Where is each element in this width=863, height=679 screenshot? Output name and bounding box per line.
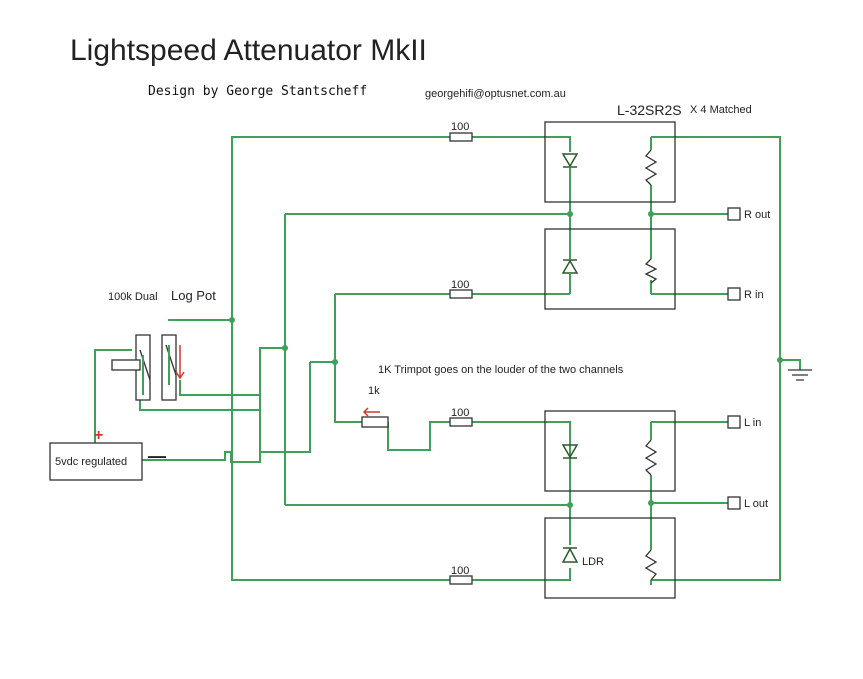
- ldr-resistor-icon: [644, 439, 658, 476]
- supply-label: 5vdc regulated: [55, 456, 127, 468]
- trimpot-icon: [361, 407, 389, 428]
- diagram-title: Lightspeed Attenuator MkII: [70, 34, 427, 67]
- diode-icon: [561, 153, 579, 168]
- terminal-r-out-label: R out: [744, 209, 770, 221]
- ground-icon: [788, 369, 812, 381]
- power-supply: 5vdc regulated + —: [49, 427, 166, 481]
- trimpot-note: 1K Trimpot goes on the louder of the two…: [378, 364, 624, 376]
- resistor-icon: [449, 575, 473, 585]
- terminal-l-in: L in: [727, 415, 761, 429]
- trimpot: 1k: [361, 385, 389, 428]
- resistor-bottom: 100: [449, 565, 473, 585]
- resistor-icon: [449, 132, 473, 142]
- terminal-r-in-label: R in: [744, 289, 764, 301]
- potentiometer-icon: [111, 334, 185, 401]
- terminal-l-in-label: L in: [744, 417, 761, 429]
- optocoupler-2: [544, 228, 676, 310]
- supply-minus: —: [148, 446, 166, 466]
- part-number-label: L-32SR2S: [617, 102, 682, 118]
- ldr-resistor-icon: [644, 258, 658, 284]
- ldr-label: LDR: [582, 556, 604, 568]
- ldr-resistor-icon: [644, 549, 658, 581]
- optocoupler-4: LDR: [544, 517, 676, 599]
- resistor-icon: [449, 289, 473, 299]
- resistor-value-label: 100: [451, 565, 469, 577]
- resistor-value-label: 100: [451, 279, 469, 291]
- resistor-l-in: 100: [449, 407, 473, 427]
- author-email: georgehifi@optusnet.com.au: [425, 88, 566, 100]
- trimpot-value-label: 1k: [368, 385, 380, 397]
- diode-icon: [561, 547, 579, 563]
- part-quantity-label: X 4 Matched: [690, 104, 752, 116]
- pot-label-large: Log Pot: [171, 288, 216, 303]
- resistor-value-label: 100: [451, 121, 469, 133]
- supply-plus: +: [94, 427, 103, 444]
- ldr-resistor-icon: [644, 149, 658, 186]
- resistor-r-in: 100: [449, 279, 473, 299]
- diode-icon: [561, 259, 579, 274]
- dual-log-pot: 100k Dual Log Pot: [108, 288, 216, 401]
- optocoupler-1: [544, 121, 676, 203]
- terminal-r-in: R in: [727, 287, 764, 301]
- resistor-top: 100: [449, 121, 473, 142]
- design-credit: Design by George Stantscheff: [148, 84, 367, 99]
- terminal-r-out: R out: [727, 207, 770, 221]
- optocoupler-3: [544, 410, 676, 492]
- terminal-l-out-label: L out: [744, 498, 768, 510]
- resistor-value-label: 100: [451, 407, 469, 419]
- wiring: [94, 136, 801, 585]
- resistor-icon: [449, 417, 473, 427]
- diode-icon: [561, 444, 579, 459]
- junction-dots: [229, 211, 783, 508]
- terminal-l-out: L out: [727, 496, 768, 510]
- pot-label-small: 100k Dual: [108, 291, 158, 303]
